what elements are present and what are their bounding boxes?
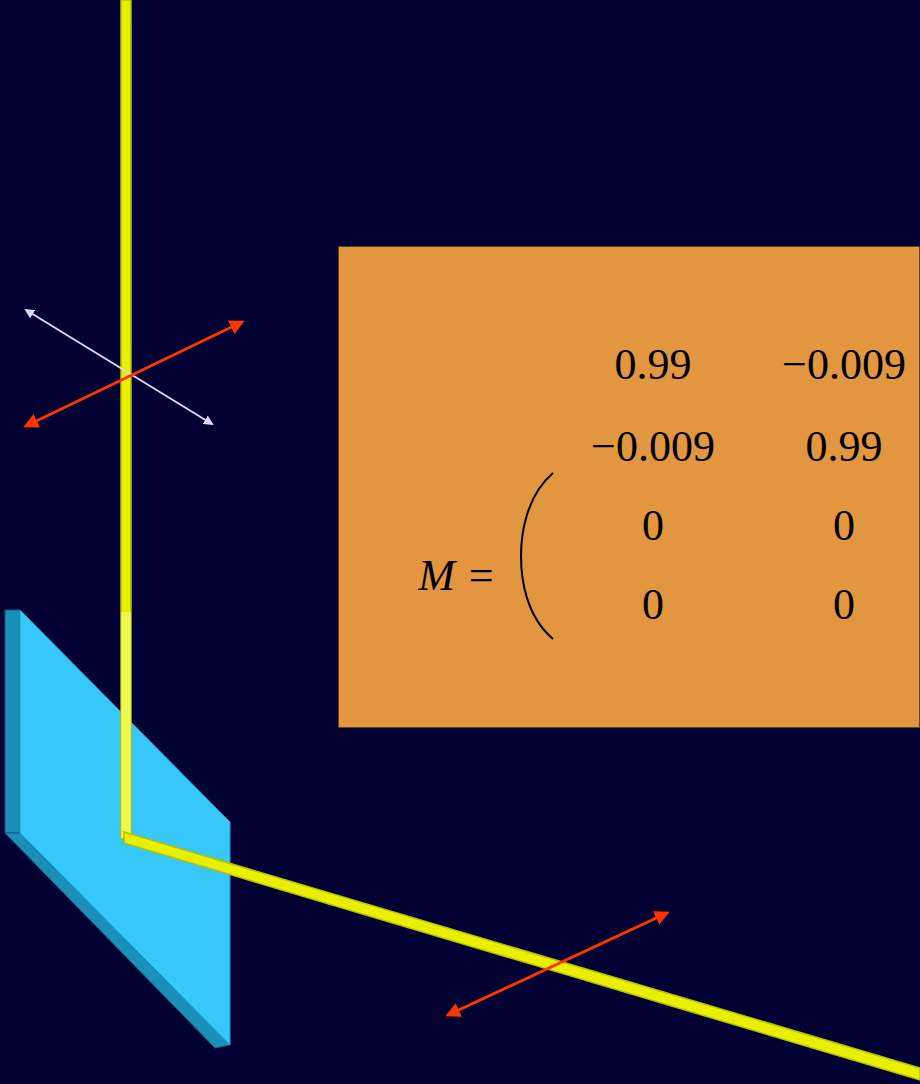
- reflected-beam: [124, 832, 920, 1080]
- matrix-bracket: [339, 247, 920, 729]
- mirror-plate: [20, 610, 230, 1045]
- matrix-entry: 0.99: [615, 343, 692, 387]
- beam-behind-mirror: [121, 612, 131, 838]
- matrix-entry: 0: [833, 583, 855, 627]
- matrix-entry: 0: [642, 504, 664, 548]
- matrix-entry: −0.009: [782, 343, 906, 387]
- polarization-arrow: [448, 913, 667, 1015]
- matrix-entry: 0: [642, 583, 664, 627]
- incident-beam: [121, 0, 131, 838]
- matrix-entry: 0.99: [806, 425, 883, 469]
- matrix-label: M =: [418, 554, 495, 598]
- polarization-arrow: [26, 310, 212, 424]
- matrix-entry: 0: [833, 504, 855, 548]
- matrix-box: M = 0.99 −0.009 −0.009 0.99 0 0 0 0: [338, 246, 920, 728]
- matrix-bracket: [521, 473, 553, 639]
- mirror-edge: [5, 610, 20, 833]
- matrix-entry: −0.009: [591, 425, 715, 469]
- polarization-arrow: [26, 322, 242, 426]
